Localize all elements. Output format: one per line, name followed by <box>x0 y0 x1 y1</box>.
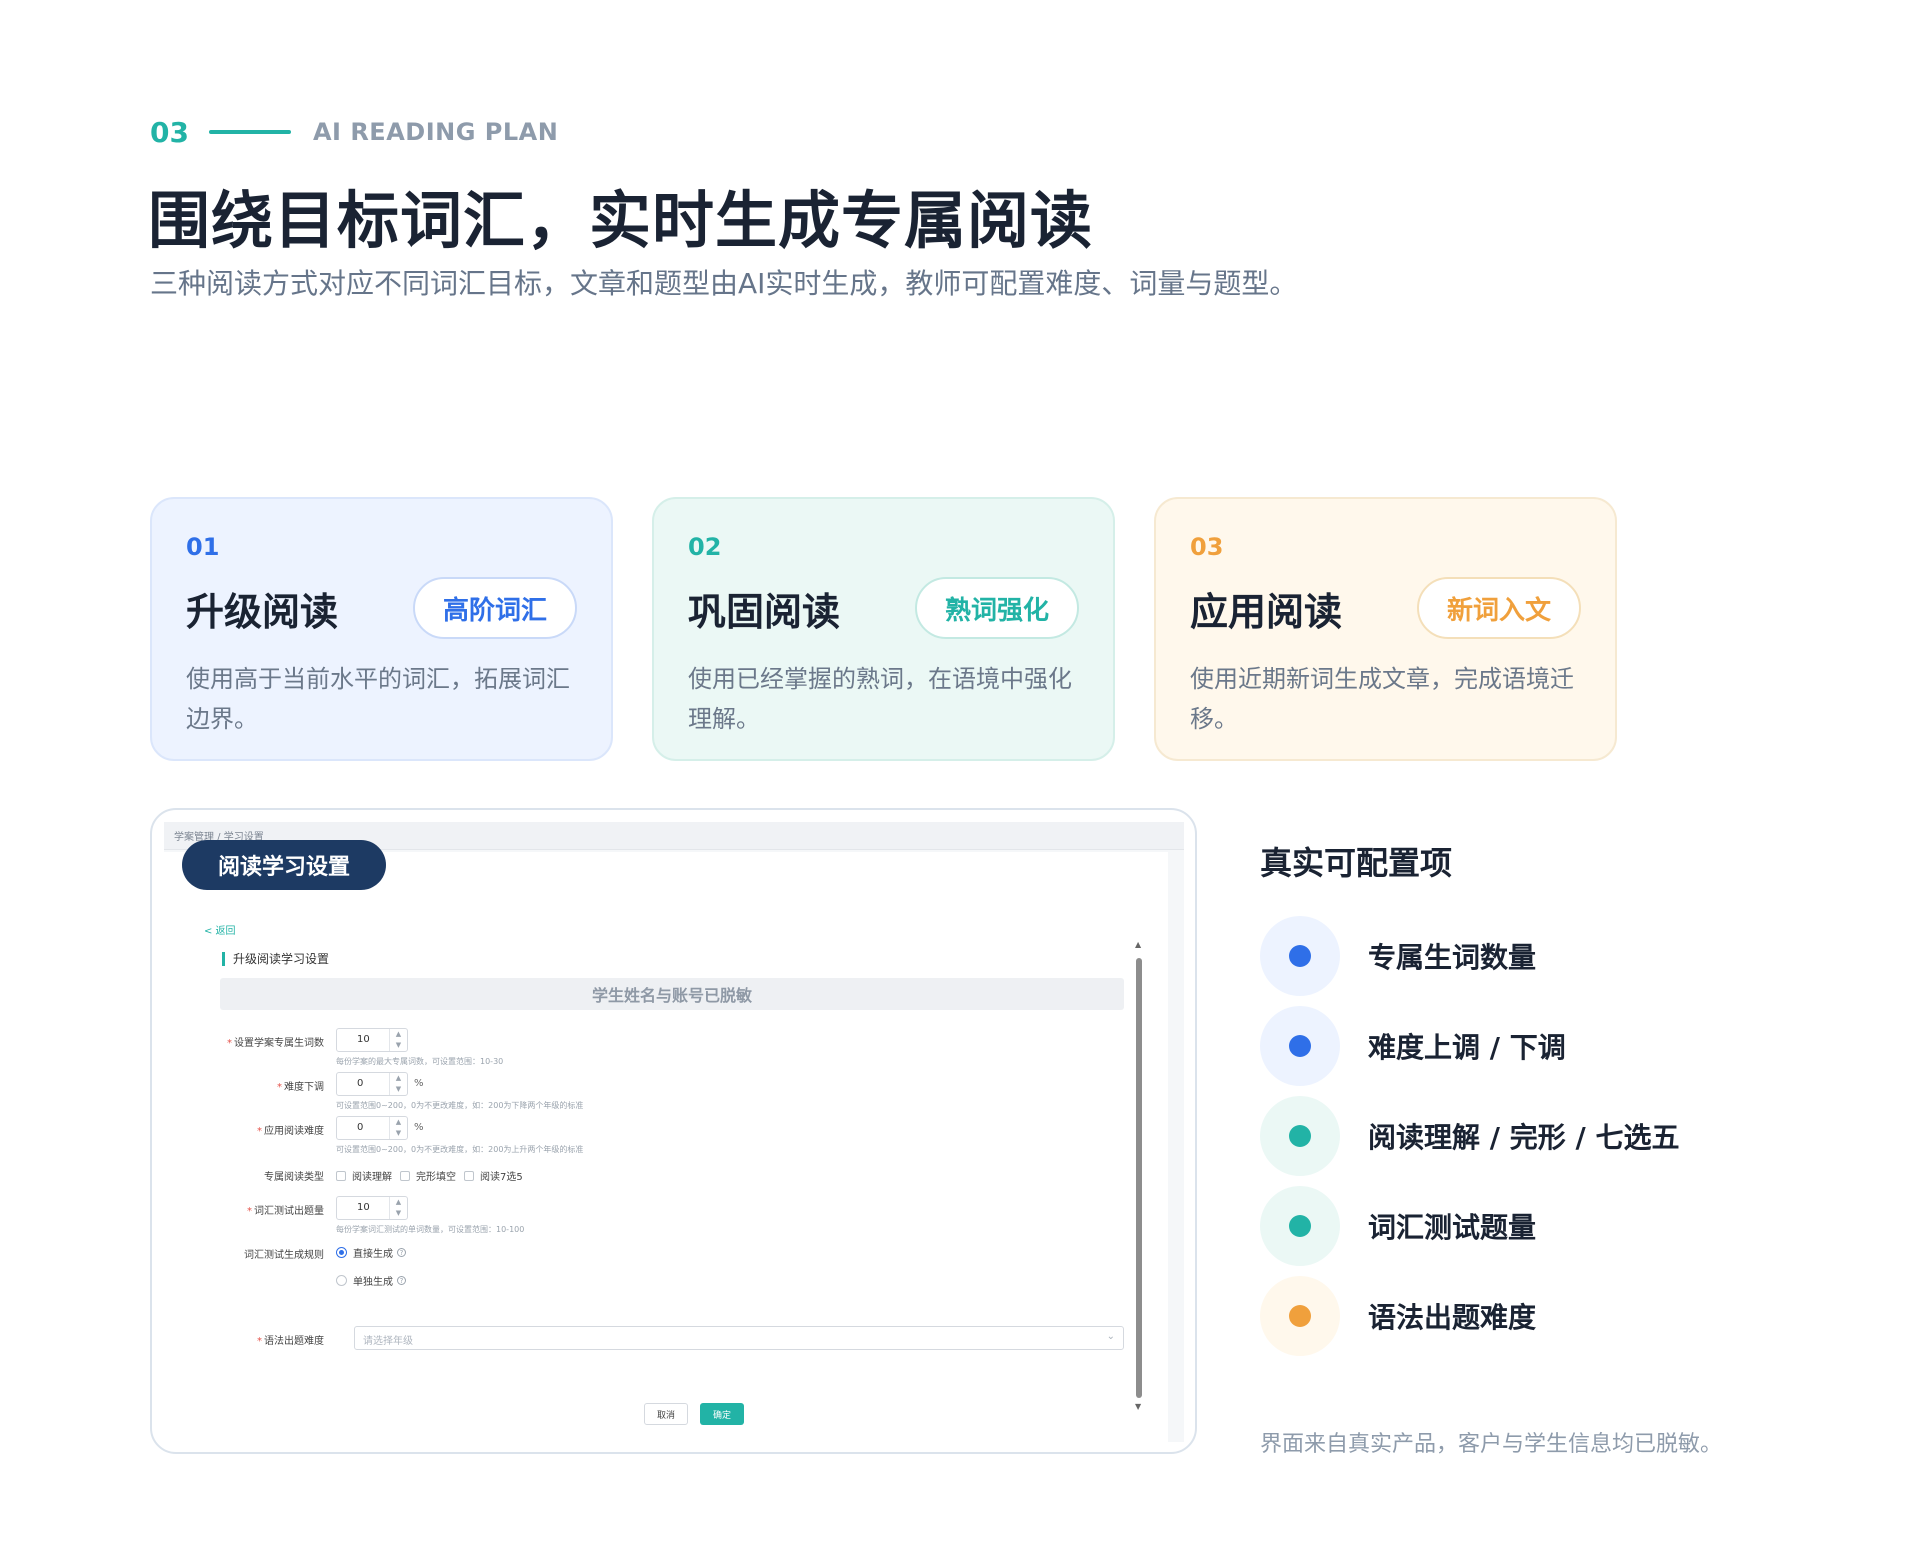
settings-panel: < 返回 升级阅读学习设置 学生姓名与账号已脱敏 *设置学案专属生词数 10▲▼… <box>164 852 1168 1442</box>
checkbox-reading-comprehension[interactable]: 阅读理解 <box>336 1168 392 1183</box>
checkbox-cloze[interactable]: 完形填空 <box>400 1168 456 1183</box>
card-apply-reading: 03 应用阅读 新词入文 使用近期新词生成文章，完成语境迁移。 <box>1154 497 1617 761</box>
config-item: 阅读理解 / 完形 / 七选五 <box>1260 1096 1679 1176</box>
scrollbar-thumb[interactable] <box>1136 958 1142 1398</box>
card-tag: 熟词强化 <box>914 577 1079 639</box>
unit-label: % <box>414 1078 424 1089</box>
bullet-icon <box>1260 1096 1340 1176</box>
card-tag: 新词入文 <box>1416 577 1581 639</box>
field-label-difficulty-down: *难度下调 <box>277 1082 324 1093</box>
section-eyebrow: 03 AI READING PLAN <box>150 115 559 149</box>
back-link[interactable]: < 返回 <box>204 926 236 937</box>
footnote: 界面来自真实产品，客户与学生信息均已脱敏。 <box>1260 1432 1723 1457</box>
field-hint: 每份学案的最大专属词数，可设置范围：10-30 <box>336 1057 504 1066</box>
config-item: 难度上调 / 下调 <box>1260 1006 1566 1086</box>
card-number: 01 <box>186 533 220 561</box>
help-icon[interactable]: ? <box>397 1276 406 1285</box>
settings-window: 学案管理 / 学习设置 < 返回 升级阅读学习设置 学生姓名与账号已脱敏 *设置… <box>164 822 1184 1442</box>
field-hint: 每份学案词汇测试的单词数量，可设置范围：10-100 <box>336 1225 525 1234</box>
radio-separate-generate[interactable]: 单独生成? <box>336 1273 406 1288</box>
privacy-mask-bar: 学生姓名与账号已脱敏 <box>220 978 1124 1010</box>
bullet-icon <box>1260 1186 1340 1266</box>
section-heading: 升级阅读学习设置 <box>222 952 329 966</box>
unit-label: % <box>414 1122 424 1133</box>
stepper-arrows-icon[interactable]: ▲▼ <box>389 1197 407 1219</box>
config-item: 词汇测试题量 <box>1260 1186 1536 1266</box>
help-icon[interactable]: ? <box>397 1248 406 1257</box>
scrollbar[interactable]: ▲ ▼ <box>1135 940 1142 1411</box>
config-item-label: 阅读理解 / 完形 / 七选五 <box>1368 1121 1680 1154</box>
card-title: 升级阅读 <box>186 589 339 634</box>
config-item-label: 语法出题难度 <box>1368 1301 1537 1334</box>
screenshot-badge: 阅读学习设置 <box>182 840 387 890</box>
bullet-icon <box>1260 1006 1340 1086</box>
page-title: 围绕目标词汇，实时生成专属阅读 <box>148 184 1094 257</box>
checkbox-seven-choose-five[interactable]: 阅读7选5 <box>464 1168 523 1183</box>
card-description: 使用已经掌握的熟词，在语境中强化理解。 <box>688 665 1072 733</box>
section-number: 03 <box>150 115 189 149</box>
scroll-up-icon[interactable]: ▲ <box>1135 940 1142 949</box>
field-label-grammar-difficulty: *语法出题难度 <box>257 1336 324 1347</box>
cancel-button[interactable]: 取消 <box>644 1403 688 1425</box>
section-label: AI READING PLAN <box>312 118 559 146</box>
test-count-stepper[interactable]: 10▲▼ <box>336 1196 408 1220</box>
card-number: 03 <box>1190 533 1224 561</box>
grade-select[interactable]: 请选择年级⌄ <box>354 1326 1124 1350</box>
config-item-label: 专属生词数量 <box>1368 941 1537 974</box>
stepper-arrows-icon[interactable]: ▲▼ <box>389 1073 407 1095</box>
radio-direct-generate[interactable]: 直接生成? <box>336 1245 406 1260</box>
config-item-label: 难度上调 / 下调 <box>1368 1031 1566 1064</box>
bullet-icon <box>1260 1276 1340 1356</box>
apply-difficulty-stepper[interactable]: 0▲▼ <box>336 1116 408 1140</box>
page-subtitle: 三种阅读方式对应不同词汇目标，文章和题型由AI实时生成，教师可配置难度、词量与题… <box>150 267 1298 300</box>
field-hint: 可设置范围0~200，0为不更改难度，如：200为下降两个年级的标准 <box>336 1101 584 1110</box>
card-description: 使用近期新词生成文章，完成语境迁移。 <box>1190 665 1574 733</box>
field-label-apply-difficulty: *应用阅读难度 <box>257 1126 324 1137</box>
chevron-down-icon: ⌄ <box>1106 1331 1115 1342</box>
card-number: 02 <box>688 533 722 561</box>
field-hint: 可设置范围0~200，0为不更改难度，如：200为上升两个年级的标准 <box>336 1145 584 1154</box>
config-item: 语法出题难度 <box>1260 1276 1536 1356</box>
card-title: 应用阅读 <box>1190 589 1343 634</box>
card-title: 巩固阅读 <box>688 589 841 634</box>
difficulty-down-stepper[interactable]: 0▲▼ <box>336 1072 408 1096</box>
product-screenshot: 阅读学习设置 学案管理 / 学习设置 < 返回 升级阅读学习设置 学生姓名与账号… <box>150 808 1197 1454</box>
field-label-test-rule: 词汇测试生成规则 <box>244 1250 324 1261</box>
scroll-down-icon[interactable]: ▼ <box>1135 1402 1142 1411</box>
config-title: 真实可配置项 <box>1260 844 1453 882</box>
field-label-test-count: *词汇测试出题量 <box>247 1206 324 1217</box>
word-count-stepper[interactable]: 10▲▼ <box>336 1028 408 1052</box>
stepper-arrows-icon[interactable]: ▲▼ <box>389 1117 407 1139</box>
eyebrow-divider <box>208 130 291 134</box>
config-item: 专属生词数量 <box>1260 916 1536 996</box>
field-label-word-count: *设置学案专属生词数 <box>227 1038 324 1049</box>
confirm-button[interactable]: 确定 <box>700 1403 744 1425</box>
stepper-arrows-icon[interactable]: ▲▼ <box>389 1029 407 1051</box>
config-item-label: 词汇测试题量 <box>1368 1211 1537 1244</box>
card-consolidate-reading: 02 巩固阅读 熟词强化 使用已经掌握的熟词，在语境中强化理解。 <box>652 497 1115 761</box>
bullet-icon <box>1260 916 1340 996</box>
card-tag: 高阶词汇 <box>412 577 577 639</box>
field-label-reading-type: 专属阅读类型 <box>264 1172 324 1183</box>
card-description: 使用高于当前水平的词汇，拓展词汇边界。 <box>186 665 570 733</box>
card-upgrade-reading: 01 升级阅读 高阶词汇 使用高于当前水平的词汇，拓展词汇边界。 <box>150 497 613 761</box>
